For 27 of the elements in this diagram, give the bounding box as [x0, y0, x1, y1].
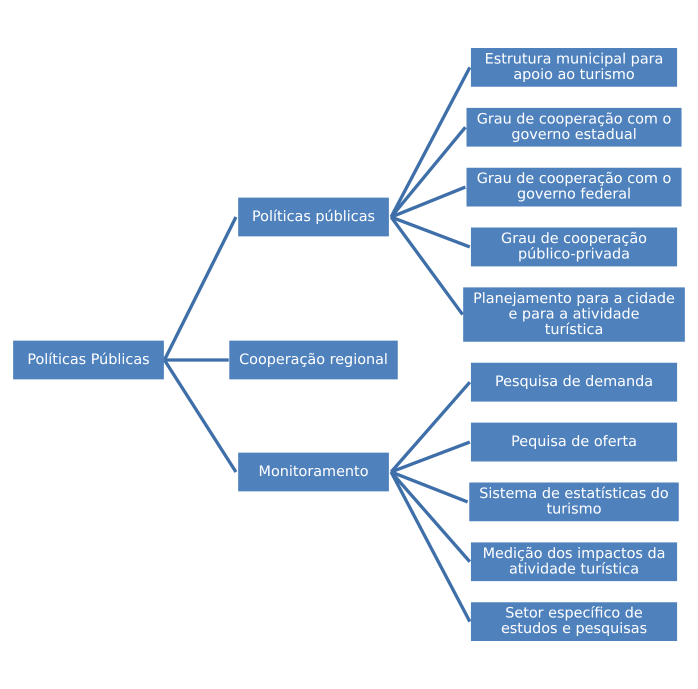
node-box: Cooperação regional: [228, 340, 399, 381]
connector: [390, 381, 472, 474]
connector: [390, 216, 464, 316]
connector: [390, 126, 467, 218]
connector: [390, 440, 470, 474]
connector: [162, 216, 238, 361]
connector: [390, 215, 470, 248]
node-box: Pequisa de oferta: [470, 422, 678, 463]
node-box: Medição dos impactos da atividade turística: [470, 541, 678, 582]
node-box: Grau de cooperação com o governo estadual: [465, 106, 683, 148]
node-box: Monitoramento: [237, 451, 390, 492]
node-box: Sistema de estatísticas do turismo: [468, 481, 680, 522]
node-box: Políticas Públicas: [12, 340, 165, 381]
connector: [390, 66, 472, 218]
connector: [390, 470, 472, 563]
node-box: Grau de cooperação com o governo federal: [465, 166, 683, 208]
connector: [390, 186, 466, 219]
connector: [163, 359, 238, 473]
connector: [390, 470, 468, 504]
node-box: Grau de cooperação público-privada: [470, 226, 678, 268]
node-box: Planejamento para a cidade e para a atividade turística: [462, 286, 686, 343]
node-box: Setor específico de estudos e pesquisas: [470, 601, 678, 642]
node-box: Pesquisa de demanda: [470, 362, 678, 403]
node-box: Políticas públicas: [237, 196, 390, 238]
connector: [390, 471, 472, 622]
node-box: Estrutura municipal para apoio ao turismo: [470, 46, 678, 88]
connector: [164, 358, 229, 362]
